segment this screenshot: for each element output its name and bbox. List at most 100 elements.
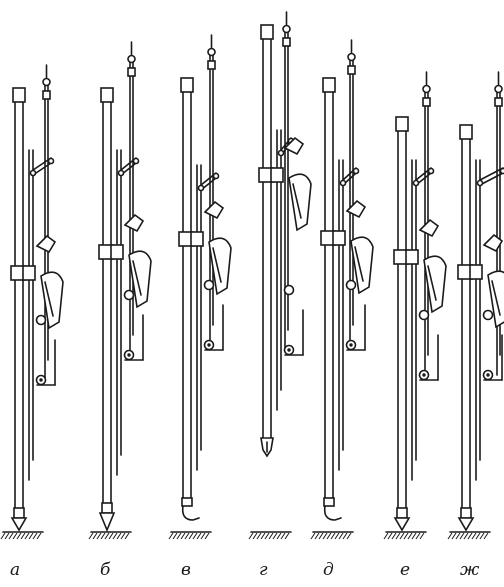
ground-hatch xyxy=(204,532,210,540)
foot-cone xyxy=(457,517,475,532)
ground-hatch xyxy=(383,532,389,540)
ground-hatch xyxy=(455,532,461,540)
ground-hatch xyxy=(168,532,174,540)
pivot-pin-center xyxy=(287,348,291,352)
foot-collar xyxy=(396,507,408,519)
hook-line xyxy=(132,260,142,296)
ground-hatch xyxy=(395,532,401,540)
ground-hatch xyxy=(326,532,332,540)
mechanism-6 xyxy=(383,71,447,540)
label-phase-d: д xyxy=(323,560,334,580)
crank-arm xyxy=(283,136,305,156)
ground-hatch xyxy=(399,532,405,540)
ground-hatch xyxy=(180,532,186,540)
needle-ring xyxy=(127,54,136,64)
ground-hatch xyxy=(284,532,290,540)
top-block xyxy=(180,77,194,93)
needle-collar xyxy=(347,65,356,75)
foot-collar xyxy=(460,507,472,519)
ground-hatch xyxy=(411,532,417,540)
needle-ring xyxy=(42,77,51,87)
ground-hatch xyxy=(387,532,393,540)
foot-collar xyxy=(13,507,25,519)
pivot-pin-upper xyxy=(345,279,357,291)
crank-arm xyxy=(123,213,145,233)
ground-hatch xyxy=(407,532,413,540)
ground-hatch xyxy=(12,532,18,540)
ground-hatch xyxy=(342,532,348,540)
ground-hatch xyxy=(256,532,262,540)
mechanism-3 xyxy=(168,34,232,540)
pivot-pin-upper xyxy=(123,289,135,301)
ground-hatch xyxy=(188,532,194,540)
ground-hatch xyxy=(28,532,34,540)
needle-collar xyxy=(494,97,503,107)
pivot-pin-upper xyxy=(482,309,494,321)
lever-pivot-upper xyxy=(212,172,220,180)
ground-hatch xyxy=(391,532,397,540)
lever-link-lower xyxy=(479,172,504,186)
pivot-pin-center xyxy=(207,343,211,347)
ground-hatch xyxy=(338,532,344,540)
ground-hatch xyxy=(8,532,14,540)
ground-hatch xyxy=(471,532,477,540)
needle-collar xyxy=(207,60,216,70)
ground-hatch xyxy=(104,532,110,540)
foot-collar xyxy=(181,497,193,507)
ground-hatch xyxy=(112,532,118,540)
middle-block-side xyxy=(270,167,284,183)
needle-collar xyxy=(42,90,51,100)
label-phase-a: а xyxy=(10,560,21,580)
lever-link xyxy=(479,167,504,181)
crank-arm xyxy=(345,199,367,219)
ground-hatch xyxy=(124,532,130,540)
middle-block-side xyxy=(332,230,346,246)
label-phase-zh: ж xyxy=(460,560,480,580)
middle-block-side xyxy=(190,231,204,247)
top-block xyxy=(395,116,409,132)
lever-pivot-upper xyxy=(427,167,435,175)
lever-pivot xyxy=(412,179,420,187)
crank-arm xyxy=(203,200,225,220)
hook-line xyxy=(427,265,437,301)
lever-pivot-upper xyxy=(352,167,360,175)
top-block xyxy=(12,87,26,103)
ground-hatch xyxy=(196,532,202,540)
ground-hatch xyxy=(0,532,6,540)
pivot-pin-center xyxy=(486,373,490,377)
pivot-pin-center xyxy=(39,378,43,382)
ground-hatch xyxy=(280,532,286,540)
needle-ring xyxy=(494,84,503,94)
lever-pivot xyxy=(476,179,484,187)
hook-line xyxy=(212,247,222,283)
foot-cone xyxy=(98,512,116,533)
pivot-pin-upper xyxy=(283,284,295,296)
ground-hatch xyxy=(419,532,425,540)
ground-hatch xyxy=(248,532,254,540)
middle-block-side xyxy=(405,249,419,265)
top-block xyxy=(322,77,336,93)
middle-block-side xyxy=(22,265,36,281)
ground-hatch xyxy=(96,532,102,540)
lever-pivot xyxy=(197,184,205,192)
lever-pivot xyxy=(29,169,37,177)
foot-cone xyxy=(10,517,28,532)
ground-hatch xyxy=(330,532,336,540)
needle-ring xyxy=(347,52,356,62)
ground-hatch xyxy=(314,532,320,540)
ground-hatch xyxy=(260,532,266,540)
crank-arm xyxy=(35,234,57,254)
middle-block-side xyxy=(469,264,483,280)
ground-hatch xyxy=(318,532,324,540)
ground-hatch xyxy=(459,532,465,540)
ground-hatch xyxy=(447,532,453,540)
mechanism-1 xyxy=(0,64,64,540)
label-phase-g: г xyxy=(259,560,268,580)
ground-hatch xyxy=(200,532,206,540)
foot-cone xyxy=(393,517,411,532)
label-phase-e: е xyxy=(400,560,411,580)
ground-hatch xyxy=(32,532,38,540)
hook-line xyxy=(44,281,54,317)
needle-collar xyxy=(422,97,431,107)
